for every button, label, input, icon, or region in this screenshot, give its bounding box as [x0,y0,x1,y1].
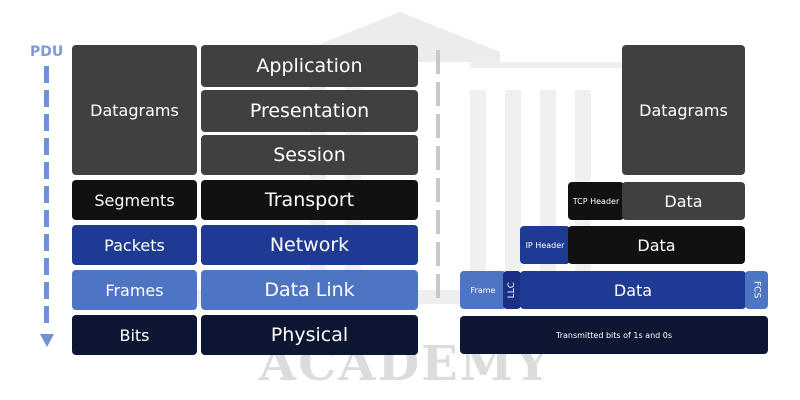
tcp-header: TCP Header [568,182,624,220]
pdu-arrow-dash [44,162,49,179]
divider-dash [436,274,440,298]
divider-dash [436,146,440,170]
layer-data-link: Data Link [201,270,418,310]
pdu-arrow-dash [44,114,49,131]
frame-data: Data [520,271,746,309]
fcs-field: FCS [745,271,768,309]
layer-transport: Transport [201,180,418,220]
pdu-arrow-dash [44,306,49,323]
fcs-label: FCS [751,281,762,299]
llc-field: LLC [503,271,521,309]
pdu-arrow-dash [44,186,49,203]
pdu-bits: Bits [72,315,197,355]
llc-label: LLC [507,281,517,299]
divider-dash [436,50,440,74]
pdu-header: PDU [30,44,64,60]
pdu-arrow-dash [44,66,49,83]
pdu-segments: Segments [72,180,197,220]
arrow-down-icon [40,334,54,347]
layer-application: Application [201,45,418,87]
pdu-arrow-dash [44,258,49,275]
pdu-arrow-dash [44,282,49,299]
pdu-arrow-dash [44,210,49,227]
layer-presentation: Presentation [201,90,418,132]
pdu-datagrams: Datagrams [72,45,197,175]
tcp-data: Data [622,182,745,220]
divider-dash [436,178,440,202]
layer-session: Session [201,135,418,175]
transmitted-bits: Transmitted bits of 1s and 0s [460,316,768,354]
layer-physical: Physical [201,315,418,355]
layer-network: Network [201,225,418,265]
pdu-packets: Packets [72,225,197,265]
ip-data: Data [568,226,745,264]
pdu-frames: Frames [72,270,197,310]
pdu-arrow-dash [44,234,49,251]
divider-dash [436,210,440,234]
pdu-arrow-dash [44,90,49,107]
divider-dash [436,242,440,266]
pdu-arrow-dash [44,138,49,155]
frame-header: Frame [460,271,506,309]
divider-dash [436,82,440,106]
divider-dash [436,114,440,138]
encap-datagrams: Datagrams [622,45,745,175]
ip-header: IP Header [520,226,570,264]
